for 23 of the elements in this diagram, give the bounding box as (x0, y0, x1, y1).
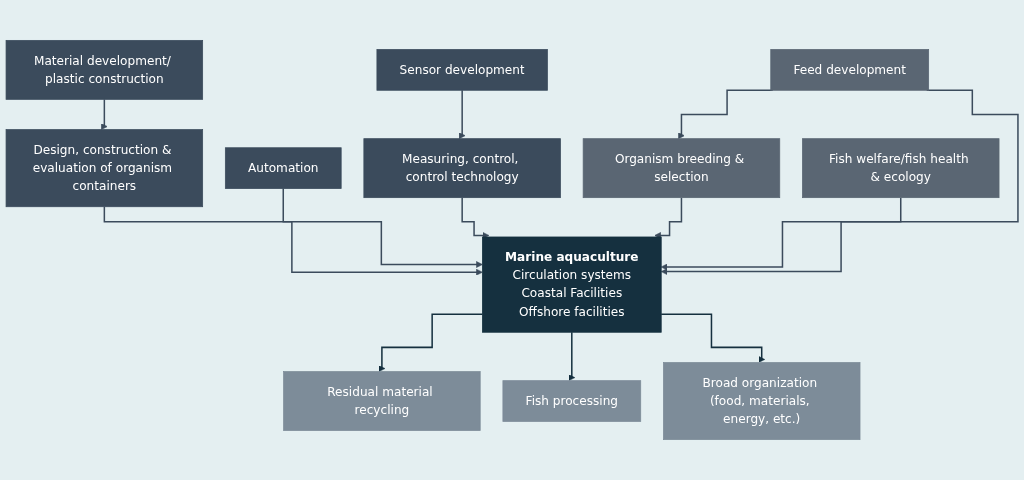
arrow (458, 89, 466, 139)
node-box: Measuring, control, control technology (363, 138, 561, 199)
arrow (660, 313, 766, 363)
node-box: Residual material recycling (283, 371, 481, 431)
node-box: Material development/ plastic construction (5, 40, 204, 100)
arrow (660, 196, 902, 271)
node-box: Marine aquaculture Circulation systems Coastal Facilities Offshore facilities (482, 236, 662, 333)
arrow (101, 98, 108, 130)
arrow (282, 187, 483, 268)
node-box: Design, construction & evaluation of organism containers (5, 129, 204, 208)
arrow (654, 196, 683, 239)
arrow (660, 89, 1019, 275)
node-box: Automation (224, 147, 342, 189)
node-box: Organism breeding & selection (582, 138, 781, 199)
node-box: Fish processing (502, 380, 642, 422)
arrow (378, 313, 484, 372)
node-box: Broad organization (food, materials, energy, etc.) (663, 362, 861, 440)
node-box: Feed development (770, 49, 930, 91)
node-box: Fish welfare/fish health & ecology (802, 138, 1000, 199)
node-box: Sensor development (376, 49, 548, 91)
arrow (568, 331, 576, 381)
arrow (103, 205, 483, 276)
arrow (461, 196, 490, 239)
